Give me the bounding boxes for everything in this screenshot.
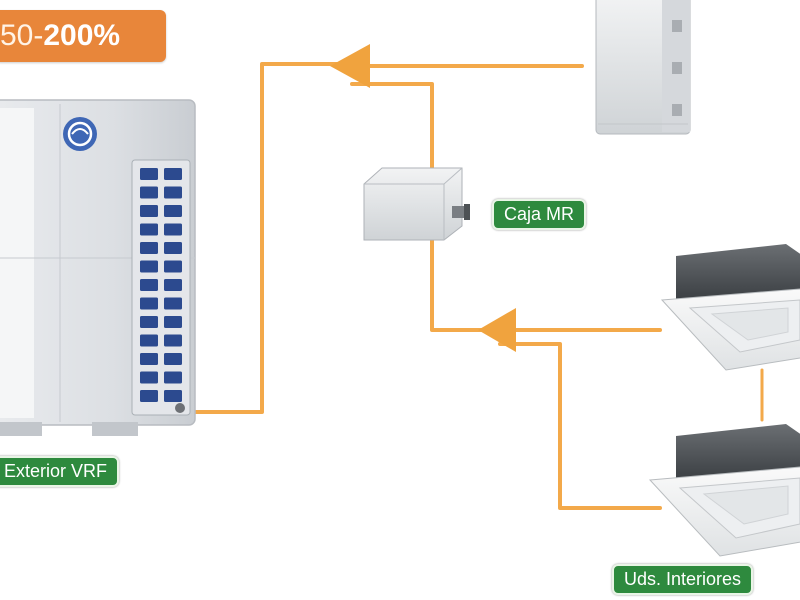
upper-cassette-unit <box>660 244 800 371</box>
fan-grille-cell <box>140 353 158 365</box>
outdoor-vrf-unit <box>0 99 196 436</box>
fan-grille-cell <box>164 186 182 199</box>
fan-grille-cell <box>140 334 158 347</box>
fan-grille-cell <box>164 390 182 402</box>
fan-grille-cell <box>140 168 158 180</box>
mr-box-label: Caja MR <box>492 199 587 230</box>
capacity-prefix: 50- <box>0 19 44 52</box>
fan-grille-cell <box>140 186 158 199</box>
fan-grille-cell <box>140 242 158 254</box>
fan-grille-cell <box>140 260 158 273</box>
pipe-to-lower-cassette <box>498 342 662 510</box>
top-indoor-unit <box>595 0 691 135</box>
fan-grille-cell <box>140 205 158 217</box>
mr-box-device <box>363 167 470 241</box>
fan-grille-cell <box>164 168 182 180</box>
fan-grille-cell <box>140 390 158 402</box>
fan-grille-cell <box>140 279 158 291</box>
pipe-outdoor-to-top <box>190 62 354 414</box>
indoor-units-label: Uds. Interiores <box>612 564 754 595</box>
pipe-mr-box-down <box>430 228 502 332</box>
fan-grille-cell <box>164 279 182 291</box>
flow-arrow-top <box>330 44 370 88</box>
fan-grille-cell <box>164 242 182 254</box>
fan-grille-cell <box>164 297 182 310</box>
refrigerant-pipes <box>190 62 764 510</box>
outdoor-unit-label: Exterior VRF <box>0 456 120 487</box>
capacity-value: 200% <box>43 19 121 52</box>
fan-grille-cell <box>164 316 182 328</box>
fan-grille-cell <box>164 353 182 365</box>
flow-arrow-middle <box>478 308 516 352</box>
fan-grille-cell <box>140 223 158 236</box>
fan-grille-cell <box>140 297 158 310</box>
fan-grille-cell <box>164 334 182 347</box>
lower-cassette-unit <box>648 424 800 557</box>
pipe-top-to-mr-box <box>350 82 434 174</box>
fan-grille-cell <box>164 260 182 273</box>
fan-grille-cell <box>164 371 182 384</box>
brand-logo-icon <box>63 117 97 151</box>
fan-grille-cell <box>164 205 182 217</box>
capacity-badge: 50-200% <box>0 10 166 62</box>
fan-grille-cell <box>164 223 182 236</box>
fan-grille-cell <box>140 371 158 384</box>
fan-grille-cell <box>140 316 158 328</box>
